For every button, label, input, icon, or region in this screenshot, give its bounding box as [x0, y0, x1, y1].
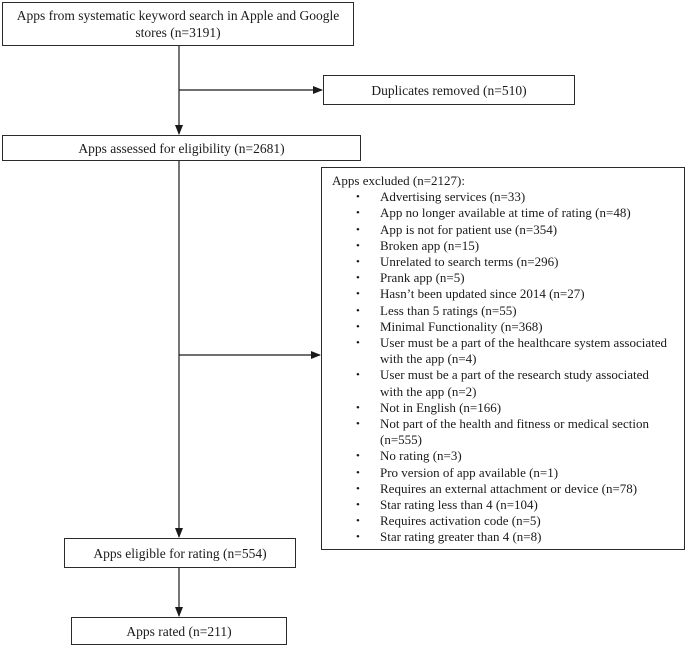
excluded-reason-text: Not in English (n=166) — [380, 399, 502, 415]
excluded-reason-text: Minimal Functionality (n=368) — [380, 318, 543, 334]
bullet-icon: • — [356, 482, 360, 495]
bullet-icon: • — [356, 304, 360, 317]
excluded-reason-text: Advertising services (n=33) — [380, 189, 526, 205]
eligible-for-rating-box: Apps eligible for rating (n=554) — [64, 538, 296, 568]
excluded-reason-text: Star rating greater than 4 (n=8) — [380, 529, 542, 545]
bullet-icon: • — [356, 337, 360, 350]
excluded-reason-text: Not part of the health and fitness or me… — [380, 416, 649, 448]
search-results-box: Apps from systematic keyword search in A… — [2, 2, 354, 46]
excluded-heading: Apps excluded (n=2127): — [332, 173, 465, 188]
bullet-icon: • — [356, 320, 360, 333]
excluded-reason-item: • User must be a part of the research stu… — [332, 367, 674, 399]
bullet-icon: • — [356, 466, 360, 479]
bullet-icon: • — [356, 288, 360, 301]
bullet-icon: • — [356, 401, 360, 414]
bullet-icon: • — [356, 223, 360, 236]
excluded-reason-text: User must be a part of the research stud… — [380, 367, 649, 399]
duplicates-removed-text: Duplicates removed (n=510) — [371, 82, 527, 98]
excluded-reasons-list: • Advertising services (n=33) • App no long… — [332, 189, 674, 545]
excluded-reason-item: • Pro version of app available (n=1) — [332, 465, 674, 481]
excluded-apps-box: Apps excluded (n=2127): • Advertising ser… — [321, 167, 685, 550]
eligible-for-rating-text: Apps eligible for rating (n=554) — [93, 545, 267, 561]
excluded-reason-text: App is not for patient use (n=354) — [380, 221, 558, 237]
bullet-icon: • — [356, 256, 360, 269]
excluded-reason-item: • Requires an external attachment or devi… — [332, 481, 674, 497]
excluded-reason-item: • App no longer available at time of rati… — [332, 205, 674, 221]
excluded-reason-item: • Not in English (n=166) — [332, 400, 674, 416]
excluded-reason-item: • User must be a part of the healthcare s… — [332, 335, 674, 367]
bullet-icon: • — [356, 369, 360, 382]
excluded-reason-item: • No rating (n=3) — [332, 448, 674, 464]
excluded-reason-item: • Star rating less than 4 (n=104) — [332, 497, 674, 513]
excluded-reason-item: • Hasn’t been updated since 2014 (n=27) — [332, 286, 674, 302]
bullet-icon: • — [356, 499, 360, 512]
excluded-reason-text: Requires activation code (n=5) — [380, 513, 541, 529]
bullet-icon: • — [356, 531, 360, 544]
excluded-reason-item: • App is not for patient use (n=354) — [332, 222, 674, 238]
bullet-icon: • — [356, 450, 360, 463]
assessed-eligibility-text: Apps assessed for eligibility (n=2681) — [78, 140, 285, 156]
excluded-reason-text: No rating (n=3) — [380, 448, 462, 464]
bullet-icon: • — [356, 239, 360, 252]
apps-rated-text: Apps rated (n=211) — [126, 623, 232, 639]
excluded-reason-text: App no longer available at time of ratin… — [380, 205, 631, 221]
excluded-reason-text: Pro version of app available (n=1) — [380, 464, 559, 480]
bullet-icon: • — [356, 515, 360, 528]
apps-rated-box: Apps rated (n=211) — [71, 617, 287, 645]
excluded-reason-text: Hasn’t been updated since 2014 (n=27) — [380, 286, 585, 302]
excluded-reason-text: Star rating less than 4 (n=104) — [380, 497, 538, 513]
duplicates-removed-box: Duplicates removed (n=510) — [323, 75, 575, 105]
excluded-reason-text: Broken app (n=15) — [380, 237, 480, 253]
search-results-text: Apps from systematic keyword search in A… — [16, 8, 340, 40]
bullet-icon: • — [356, 272, 360, 285]
excluded-reason-item: • Prank app (n=5) — [332, 270, 674, 286]
excluded-reason-item: • Not part of the health and fitness or m… — [332, 416, 674, 448]
excluded-reason-text: Less than 5 ratings (n=55) — [380, 302, 517, 318]
bullet-icon: • — [356, 207, 360, 220]
excluded-reason-item: • Broken app (n=15) — [332, 238, 674, 254]
excluded-reason-item: • Star rating greater than 4 (n=8) — [332, 529, 674, 545]
excluded-reason-item: • Unrelated to search terms (n=296) — [332, 254, 674, 270]
assessed-eligibility-box: Apps assessed for eligibility (n=2681) — [2, 135, 361, 161]
excluded-reason-item: • Minimal Functionality (n=368) — [332, 319, 674, 335]
excluded-reason-text: Unrelated to search terms (n=296) — [380, 254, 559, 270]
excluded-reason-text: Requires an external attachment or devic… — [380, 480, 638, 496]
excluded-reason-item: • Less than 5 ratings (n=55) — [332, 303, 674, 319]
excluded-reason-text: Prank app (n=5) — [380, 270, 465, 286]
excluded-reason-item: • Advertising services (n=33) — [332, 189, 674, 205]
excluded-reason-text: User must be a part of the healthcare sy… — [380, 335, 667, 367]
bullet-icon: • — [356, 418, 360, 431]
bullet-icon: • — [356, 191, 360, 204]
excluded-reason-item: • Requires activation code (n=5) — [332, 513, 674, 529]
